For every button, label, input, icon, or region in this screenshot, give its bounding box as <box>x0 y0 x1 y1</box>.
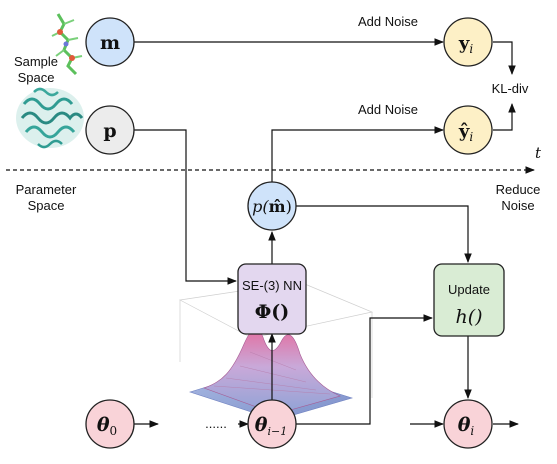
se3-nn-function: Φ() <box>255 301 290 323</box>
node-p-m-hat: p(m̂) <box>247 181 297 231</box>
update-box: Update h() <box>433 263 505 337</box>
sample-space-label-line2: Space <box>18 70 55 85</box>
node-theta-i: θi <box>443 399 493 449</box>
edge-p-to-se3 <box>134 129 237 285</box>
edge-yhat-to-kldiv <box>493 103 516 131</box>
protein-illustration <box>16 87 84 149</box>
node-y-hat-i: ŷi <box>443 105 493 155</box>
node-y-hat-i-subscript: i <box>469 130 473 144</box>
node-y-hat-i-symbol: ŷ <box>458 121 470 142</box>
svg-text:yi: yi <box>458 33 473 56</box>
edge-theta-prev-to-update <box>296 314 433 425</box>
update-title: Update <box>448 282 490 297</box>
kl-div-label: KL-div <box>492 81 529 96</box>
reduce-noise-label-line2: Noise <box>501 198 534 213</box>
node-p-m-hat-variable: m̂ <box>269 197 286 216</box>
svg-text:θi−1: θi−1 <box>255 414 287 438</box>
add-noise-mid-label: Add Noise <box>358 102 418 117</box>
parameter-space-label-line1: Parameter <box>16 182 77 197</box>
node-theta-i-minus-1-symbol: θ <box>255 414 268 436</box>
sample-space-label-line1: Sample <box>14 54 58 69</box>
edge-pm-to-update <box>296 205 472 263</box>
svg-text:ŷi: ŷi <box>458 121 473 144</box>
svg-text:p(m̂): p(m̂) <box>252 197 292 216</box>
node-p-label: p <box>103 120 116 142</box>
node-p-m-hat-suffix: ) <box>286 197 292 216</box>
node-m-label: m <box>100 32 120 54</box>
node-theta-0-symbol: θ <box>97 414 110 436</box>
node-theta-0: θ0 <box>85 399 135 449</box>
edge-y-to-kldiv <box>493 41 516 75</box>
node-p-m-hat-prefix: p( <box>252 197 269 216</box>
node-theta-i-symbol: θ <box>458 414 471 436</box>
svg-text:θi: θi <box>458 414 475 438</box>
update-function: h() <box>455 306 482 328</box>
molecule-illustration <box>51 13 83 76</box>
node-theta-0-subscript: 0 <box>110 424 118 438</box>
parameter-space-label-line2: Space <box>28 198 65 213</box>
se3-nn-box: SE-(3) NN Φ() <box>237 263 307 335</box>
node-y-i: yi <box>443 17 493 67</box>
reduce-noise-label-line1: Reduce <box>496 182 541 197</box>
node-theta-i-minus-1: θi−1 <box>247 399 297 449</box>
node-theta-i-minus-1-subscript: i−1 <box>267 425 287 438</box>
node-m: m <box>85 17 135 67</box>
se3-nn-title: SE-(3) NN <box>242 278 302 293</box>
node-y-i-subscript: i <box>469 42 473 56</box>
node-p: p <box>85 105 135 155</box>
sequence-ellipsis: ...... <box>205 416 227 431</box>
time-label: t <box>535 144 542 162</box>
node-theta-i-subscript: i <box>470 424 474 438</box>
edge-pm-to-yhat <box>271 126 444 182</box>
node-y-i-symbol: y <box>458 33 470 54</box>
add-noise-top-label: Add Noise <box>358 14 418 29</box>
svg-text:θ0: θ0 <box>97 414 117 438</box>
